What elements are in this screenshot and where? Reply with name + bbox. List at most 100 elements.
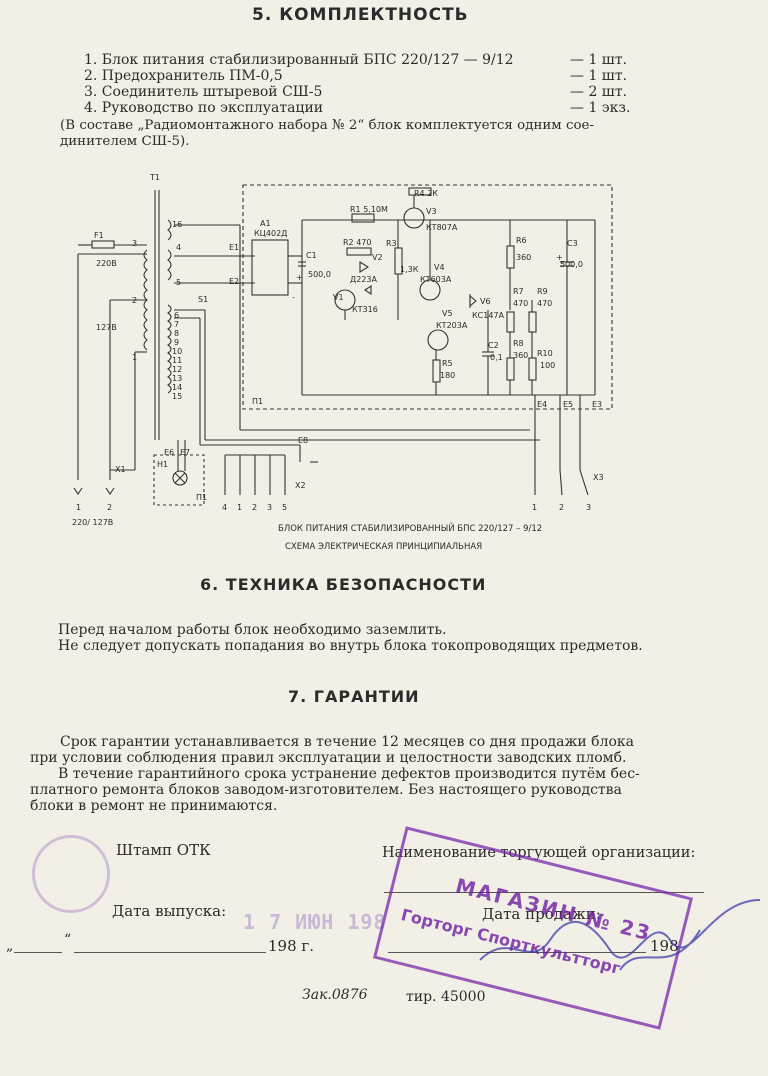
item-text: 3. Соединитель штыревой СШ-5 — [84, 84, 323, 100]
release-quote-close: “ — [64, 932, 72, 948]
section-7-line: платного ремонта блоков заводом-изготови… — [30, 782, 622, 798]
label-t1: T1 — [149, 173, 160, 182]
label-e6: E6 — [164, 448, 174, 457]
item-text: 2. Предохранитель ПМ-0,5 — [84, 68, 283, 84]
label-r7: R7 — [513, 287, 524, 296]
label-r8-value: 360 — [513, 351, 528, 360]
label-v3-type: КТ807А — [426, 223, 458, 232]
label-v3: V3 — [426, 207, 437, 216]
label-c3-value: 500,0 — [560, 260, 583, 269]
label-winding-8: 8 — [174, 329, 179, 338]
label-minus-a1: - — [292, 293, 295, 302]
section-6-line: Перед началом работы блок необходимо заз… — [58, 622, 447, 638]
list-item: 2. Предохранитель ПМ-0,5 — 1 шт. — [84, 68, 644, 84]
section-7-line: блоки в ремонт не принимаются. — [30, 798, 278, 814]
section-7-line: В течение гарантийного срока устранение … — [58, 766, 640, 782]
label-x3-pin-3: 3 — [586, 503, 591, 512]
item-text: 1. Блок питания стабилизированный БПС 22… — [84, 52, 514, 68]
sale-date-label: Дата продажи: — [482, 905, 601, 923]
label-x3-pin-2: 2 — [559, 503, 564, 512]
label-r3: R3 — [386, 239, 397, 248]
label-winding-16: 16 — [172, 220, 182, 229]
label-c1: C1 — [306, 251, 317, 260]
label-winding-6: 6 — [174, 311, 179, 320]
signature — [479, 899, 761, 971]
label-e4: E4 — [537, 400, 547, 409]
label-x1-voltage: 220/ 127В — [72, 518, 113, 527]
label-c2: C2 — [488, 341, 499, 350]
label-r6-value: 360 — [516, 253, 531, 262]
item-qty: — 1 экз. — [570, 100, 631, 116]
release-year: 198 г. — [268, 937, 315, 955]
label-x1-pin-1: 1 — [76, 503, 81, 512]
list-item: 1. Блок питания стабилизированный БПС 22… — [84, 52, 644, 68]
release-date-label: Дата выпуска: — [112, 902, 227, 920]
label-plus-c1: + — [296, 273, 303, 282]
trade-org-label: Наименование торгующей организации: — [382, 845, 696, 861]
circuit-schematic: T1 F1 220В 127В S1 A1 КЦ402Д E1 E2 C1 50… — [72, 173, 613, 552]
print-run: тир. 45000 — [406, 989, 486, 1005]
label-v5: V5 — [442, 309, 453, 318]
item-qty: — 1 шт. — [570, 68, 628, 84]
label-v6-type: КС147А — [472, 311, 505, 320]
label-e7: E7 — [180, 448, 190, 457]
label-e5: E5 — [563, 400, 573, 409]
label-winding-5: 5 — [176, 278, 181, 287]
release-quote-open: „ — [6, 938, 14, 954]
sale-date-line — [388, 952, 646, 953]
release-month-line — [74, 952, 266, 953]
label-x1-pin-2: 2 — [107, 503, 112, 512]
label-winding-3: 3 — [132, 239, 137, 248]
label-r5: R5 — [442, 359, 453, 368]
list-item: 3. Соединитель штыревой СШ-5 — 2 шт. — [84, 84, 644, 100]
section-5-note-cont: динителем СШ-5). — [60, 134, 190, 149]
label-winding-11: 11 — [172, 356, 182, 365]
list-item: 4. Руководство по эксплуатации — 1 экз. — [84, 100, 644, 116]
item-qty: — 1 шт. — [570, 52, 628, 68]
label-winding-13: 13 — [172, 374, 182, 383]
trade-org-line — [384, 892, 704, 893]
label-winding-1: 1 — [132, 353, 137, 362]
label-x3: X3 — [593, 473, 604, 482]
label-x2-pin-5: 5 — [282, 503, 287, 512]
label-r10: R10 — [537, 349, 553, 358]
label-plus-c3: + — [556, 253, 563, 262]
schematic-subcaption: СХЕМА ЭЛЕКТРИЧЕСКАЯ ПРИНЦИПИАЛЬНАЯ — [285, 542, 482, 552]
label-v4: V4 — [434, 263, 445, 272]
label-e1: E1 — [229, 243, 239, 252]
label-f1: F1 — [94, 231, 104, 240]
label-v2-type: Д223А — [350, 275, 378, 284]
label-winding-14: 14 — [172, 383, 182, 392]
label-r10-value: 100 — [540, 361, 555, 370]
section-6-title: 6. ТЕХНИКА БЕЗОПАСНОСТИ — [200, 575, 487, 594]
label-r5-value: 180 — [440, 371, 455, 380]
label-v1: V1 — [333, 293, 344, 302]
label-r9: R9 — [537, 287, 548, 296]
section-7-line: Срок гарантии устанавливается в течение … — [60, 734, 634, 750]
item-text: 4. Руководство по эксплуатации — [84, 100, 324, 116]
label-e3: E3 — [592, 400, 602, 409]
section-7-line: при условии соблюдения правил эксплуатац… — [30, 750, 627, 766]
label-127v: 127В — [96, 323, 117, 332]
label-x2-pin-2: 2 — [252, 503, 257, 512]
label-x2-pin-3: 3 — [267, 503, 272, 512]
section-7-title: 7. ГАРАНТИИ — [288, 687, 420, 706]
label-v2: V2 — [372, 253, 383, 262]
label-v4-type: КТ603А — [420, 275, 452, 284]
label-v5-type: КТ203А — [436, 321, 468, 330]
section-5-title: 5. КОМПЛЕКТНОСТЬ — [252, 5, 469, 25]
order-number: Зак.0876 — [302, 987, 368, 1003]
label-winding-2: 2 — [132, 296, 137, 305]
label-r3-value: 1,3К — [400, 265, 419, 274]
label-winding-7: 7 — [174, 320, 179, 329]
label-r2: R2 470 — [343, 238, 371, 247]
label-e2: E2 — [229, 277, 239, 286]
schematic-caption: БЛОК ПИТАНИЯ СТАБИЛИЗИРОВАННЫЙ БПС 220/1… — [278, 522, 542, 534]
label-x2-pin-4: 4 — [222, 503, 227, 512]
label-x2-pin-1: 1 — [237, 503, 242, 512]
label-r1: R1 5,10М — [350, 205, 388, 214]
label-winding-9: 9 — [174, 338, 179, 347]
label-r9-value: 470 — [537, 299, 552, 308]
label-v1-type: КТ316 — [352, 305, 378, 314]
label-c2-value: 0,1 — [490, 353, 503, 362]
